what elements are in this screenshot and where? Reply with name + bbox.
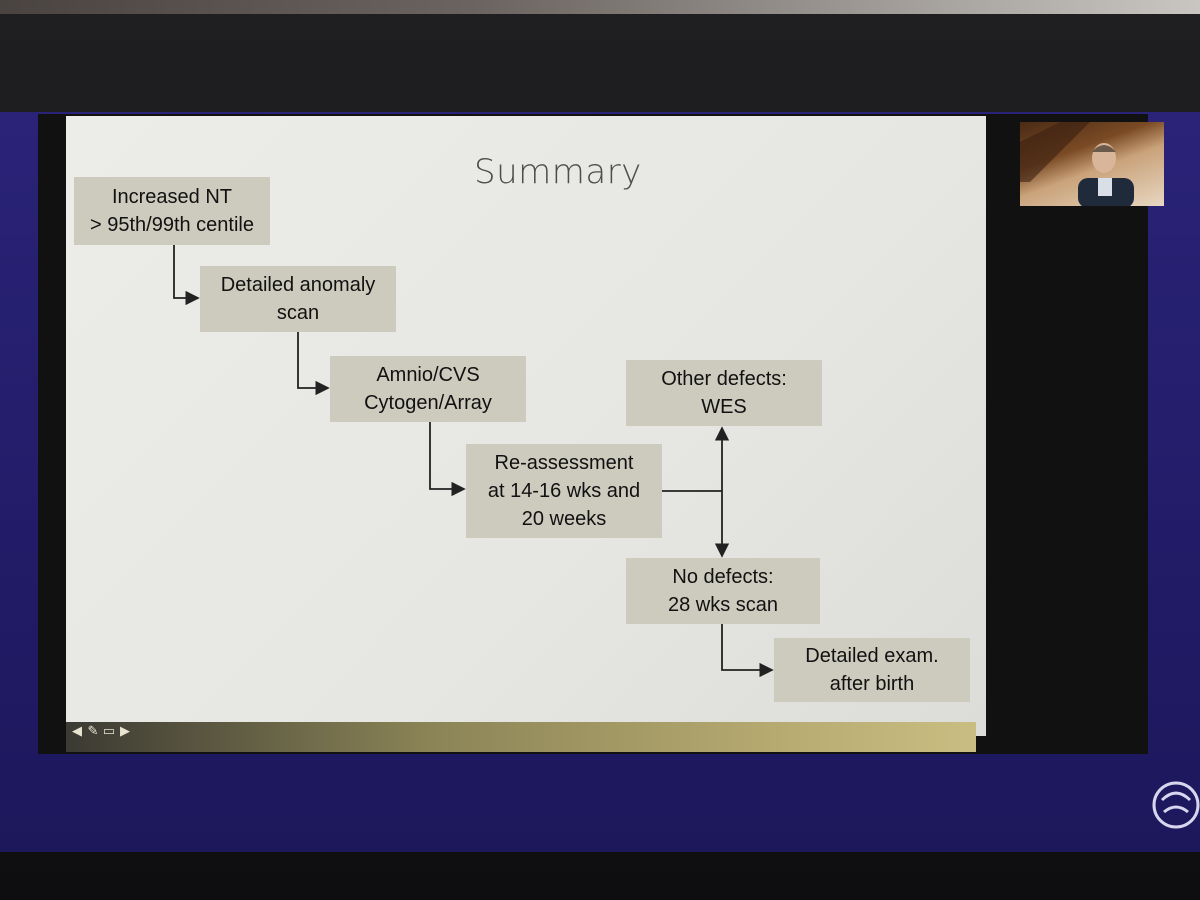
box-line: 20 weeks xyxy=(521,508,607,530)
box-line: > 95th/99th centile xyxy=(89,214,254,236)
box-line: 28 wks scan xyxy=(667,594,779,616)
box-line: Other defects: xyxy=(661,368,787,390)
box-amnio-cvs: Amnio/CVS Cytogen/Array xyxy=(330,356,526,422)
slide-footer-bar xyxy=(66,722,976,752)
box-reassessment: Re-assessment at 14-16 wks and 20 weeks xyxy=(466,444,662,538)
box-line: Increased NT xyxy=(111,186,233,208)
pen-icon[interactable]: ✎ xyxy=(87,723,99,738)
box-detailed-exam: Detailed exam. after birth xyxy=(774,638,970,702)
box-line: Detailed anomaly xyxy=(220,274,376,296)
box-other-defects: Other defects: WES xyxy=(626,360,822,426)
connector-nt-to-scan xyxy=(173,245,200,306)
slide-nav-controls: ◀ ✎ ▭ ▶ xyxy=(70,723,132,739)
box-line: after birth xyxy=(829,673,915,695)
box-line: WES xyxy=(701,396,747,418)
slide-icon[interactable]: ▭ xyxy=(102,723,116,738)
box-line: Re-assessment xyxy=(494,452,634,474)
box-line: Cytogen/Array xyxy=(364,392,492,414)
connector-scan-to-amnio xyxy=(297,332,330,396)
arrow-right-icon[interactable]: ▶ xyxy=(120,723,130,738)
box-anomaly-scan: Detailed anomaly scan xyxy=(200,266,396,332)
box-line: scan xyxy=(276,302,320,324)
background-wall xyxy=(0,0,1200,14)
box-line: No defects: xyxy=(672,566,774,588)
connector-nodefects-to-exam xyxy=(721,624,774,678)
meeting-logo-icon xyxy=(1148,772,1200,843)
speaker-figure xyxy=(1020,122,1134,206)
box-line: at 14-16 wks and xyxy=(487,480,641,502)
slide-title: Summary xyxy=(474,152,642,192)
box-increased-nt: Increased NT > 95th/99th centile xyxy=(74,177,270,245)
speaker-video-thumbnail[interactable] xyxy=(1020,122,1164,206)
arrow-left-icon[interactable]: ◀ xyxy=(72,723,82,738)
box-line: Detailed exam. xyxy=(805,645,939,667)
connector-amnio-to-reassess xyxy=(429,422,466,497)
box-no-defects: No defects: 28 wks scan xyxy=(626,558,820,624)
box-line: Amnio/CVS xyxy=(376,364,480,386)
